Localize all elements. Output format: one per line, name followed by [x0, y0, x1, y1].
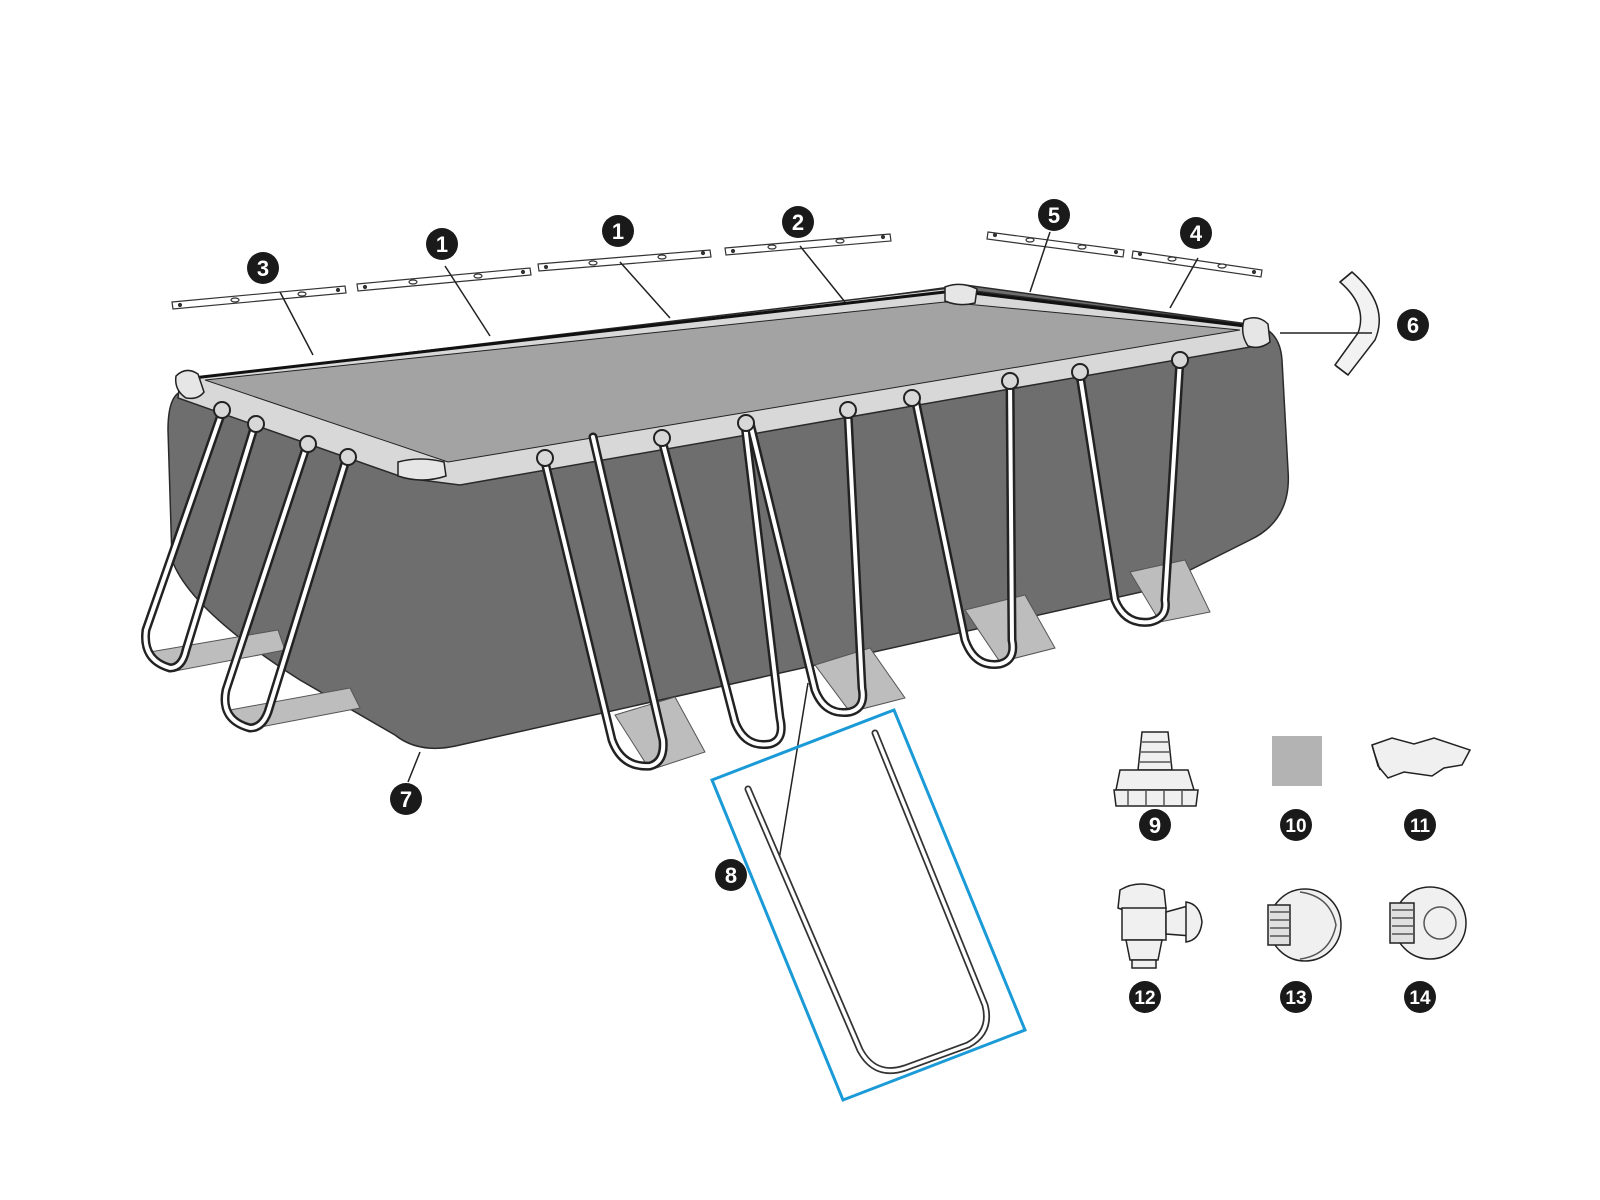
corner-joint-back — [944, 283, 978, 306]
callout-10: 10 — [1280, 809, 1312, 841]
callout-12: 12 — [1129, 981, 1161, 1013]
highlight-box — [710, 708, 1027, 1102]
inlet-connector-part — [1389, 886, 1467, 960]
svg-text:7: 7 — [400, 787, 412, 812]
pool-water-surface — [204, 301, 1241, 463]
svg-text:12: 12 — [1134, 988, 1155, 1009]
beam-part-4 — [1131, 250, 1263, 278]
callout-1b: 1 — [602, 215, 634, 247]
top-beam-front — [192, 290, 946, 380]
repair-patch-part — [1371, 737, 1472, 779]
leader-lines — [279, 231, 1372, 867]
ground-cloth-part — [1272, 736, 1322, 786]
strainer-connector-part — [1267, 888, 1342, 962]
beam-part-1a — [356, 267, 532, 292]
callout-11: 11 — [1404, 809, 1436, 841]
callout-9: 9 — [1139, 809, 1171, 841]
callout-6: 6 — [1397, 309, 1429, 341]
callout-5: 5 — [1038, 199, 1070, 231]
beam-part-5 — [986, 231, 1125, 258]
callout-14: 14 — [1404, 981, 1436, 1013]
leg-part-highlight — [710, 708, 1027, 1102]
callout-8: 8 — [715, 859, 747, 891]
pool-assembly — [141, 283, 1290, 771]
svg-text:4: 4 — [1190, 221, 1203, 246]
svg-text:13: 13 — [1285, 988, 1306, 1009]
svg-text:3: 3 — [257, 256, 269, 281]
svg-text:14: 14 — [1409, 988, 1431, 1009]
callout-2: 2 — [782, 206, 814, 238]
callout-3: 3 — [247, 252, 279, 284]
svg-text:5: 5 — [1048, 203, 1060, 228]
corner-joint-left — [174, 369, 205, 400]
leg-sleeves — [213, 351, 1189, 467]
svg-text:6: 6 — [1407, 313, 1419, 338]
hose-adapter-part — [1113, 731, 1199, 807]
u-legs-inner — [143, 358, 1182, 769]
beam-part-1b — [537, 249, 712, 272]
corner-connector-part — [1333, 271, 1380, 377]
svg-text:1: 1 — [436, 232, 448, 257]
svg-text:2: 2 — [792, 210, 804, 235]
callout-1a: 1 — [426, 228, 458, 260]
beam-part-3 — [171, 285, 347, 310]
separate-beams — [171, 231, 1263, 310]
corner-joint-right — [1241, 317, 1271, 349]
beam-part-2 — [724, 233, 892, 256]
svg-text:8: 8 — [725, 863, 737, 888]
corner-joint-front — [397, 458, 447, 481]
callout-4: 4 — [1180, 217, 1212, 249]
callout-7: 7 — [390, 783, 422, 815]
svg-text:11: 11 — [1410, 816, 1431, 837]
callouts: 3 1 1 2 5 4 6 7 8 9 10 11 12 13 14 — [247, 199, 1436, 1013]
callout-13: 13 — [1280, 981, 1312, 1013]
svg-text:10: 10 — [1285, 816, 1306, 837]
svg-text:9: 9 — [1149, 813, 1161, 838]
svg-text:1: 1 — [612, 219, 624, 244]
top-beam-right — [964, 290, 1246, 328]
plunger-valve-part — [1117, 883, 1203, 969]
